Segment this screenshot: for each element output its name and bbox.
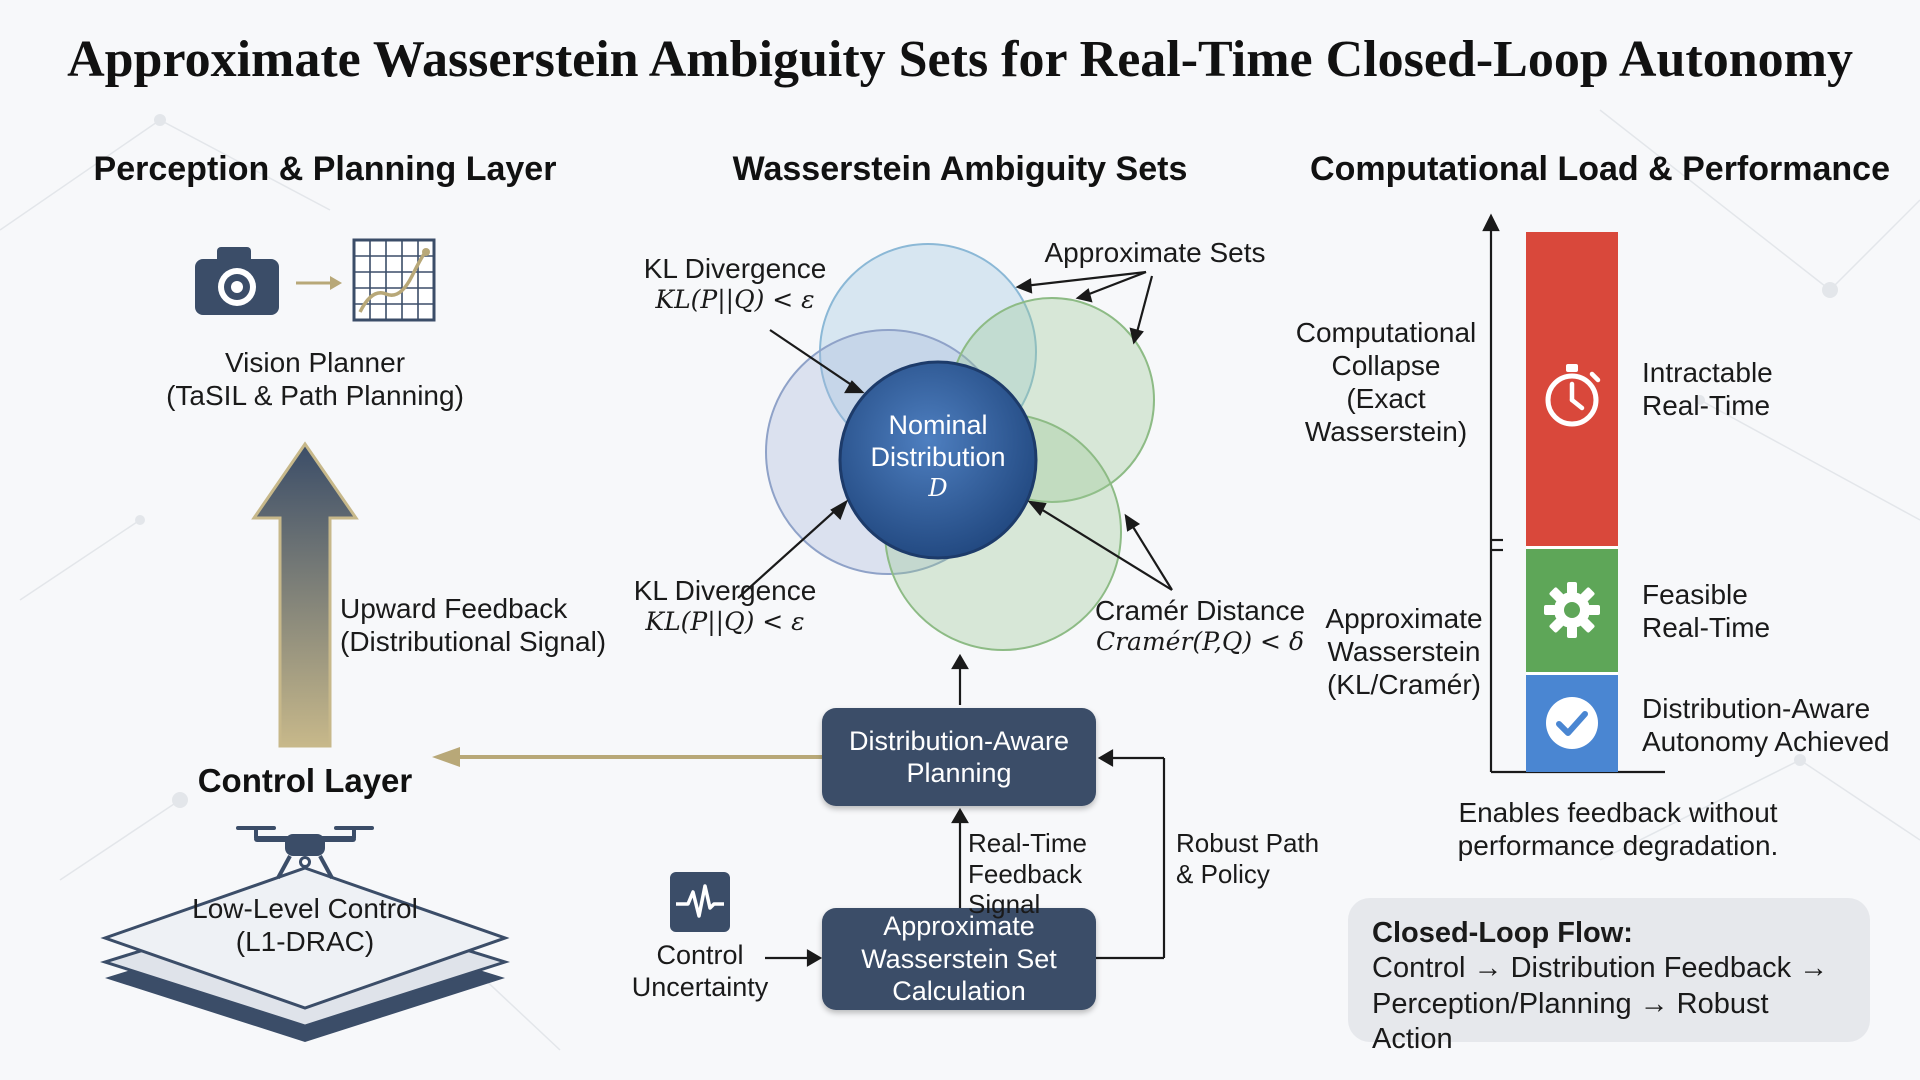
cramer-distance-label: Cramér Distance Cramér(P,Q) < δ — [1080, 594, 1320, 657]
feasible-line1: Feasible — [1642, 579, 1748, 610]
upward-feedback-title: Upward Feedback — [340, 593, 568, 624]
nominal-title-line2: Distribution — [870, 441, 1006, 472]
gear-icon — [1544, 582, 1600, 638]
upward-feedback-arrow — [251, 441, 359, 748]
camera-to-plot-arrow — [296, 276, 342, 290]
robust-path-policy-label: Robust Path & Policy — [1176, 828, 1336, 889]
wasserstein-calculation-box: Approximate Wasserstein Set Calculation — [822, 908, 1096, 1010]
planning-to-control-arrow — [432, 747, 828, 767]
closed-loop-title: Closed-Loop Flow: — [1372, 917, 1633, 949]
approx-line3: (KL/Cramér) — [1326, 669, 1481, 701]
calc-line1: Approximate — [883, 911, 1035, 942]
intractable-line1: Intractable — [1642, 357, 1773, 388]
page-title: Approximate Wasserstein Ambiguity Sets f… — [67, 31, 1853, 88]
nominal-symbol: D — [928, 473, 948, 502]
enables-line1: Enables feedback without — [1458, 797, 1778, 828]
collapse-line3: (Exact — [1346, 383, 1426, 415]
vision-planner-title: Vision Planner — [224, 347, 406, 378]
uncertainty-line1: Control — [656, 940, 744, 970]
kl-top-title: KL Divergence — [643, 253, 827, 284]
drone-icon — [236, 826, 374, 879]
pipeline-connectors — [765, 653, 1166, 967]
distribution-aware-achieved-label: Distribution-Aware Autonomy Achieved — [1642, 692, 1902, 758]
trajectory-plot-icon — [352, 238, 436, 322]
calc-line3: Calculation — [892, 976, 1026, 1007]
enables-line2: performance degradation. — [1457, 830, 1779, 862]
closed-loop-flow-box: Closed-Loop Flow: Control → Distribution… — [1348, 898, 1870, 1055]
cramer-formula: Cramér(P,Q) < δ — [1095, 627, 1305, 657]
realtime-feedback-signal-label: Real-Time Feedback Signal — [968, 828, 1158, 920]
kl-bottom-formula: KL(P||Q) < ε — [645, 607, 805, 637]
intractable-line2: Real-Time — [1642, 390, 1771, 422]
kl-bottom-title: KL Divergence — [633, 575, 817, 606]
nominal-title-line1: Nominal — [888, 410, 988, 440]
aware-line2: Autonomy Achieved — [1642, 726, 1890, 758]
approximate-sets-label: Approximate Sets — [1044, 237, 1266, 268]
vision-planner-subtitle: (TaSIL & Path Planning) — [166, 380, 464, 412]
nominal-distribution-label: Nominal Distribution D — [858, 410, 1018, 502]
control-platform-stack — [100, 866, 510, 1042]
computational-collapse-label: Computational Collapse (Exact Wasserstei… — [1286, 316, 1486, 448]
planning-line2: Planning — [906, 758, 1012, 788]
waveform-icon — [670, 872, 730, 932]
collapse-line2: Collapse — [1331, 350, 1441, 382]
vision-planner-label: Vision Planner (TaSIL & Path Planning) — [140, 346, 490, 412]
collapse-line1: Computational — [1295, 317, 1477, 348]
intractable-label: Intractable Real-Time — [1642, 356, 1862, 422]
low-level-control-title: Low-Level Control — [192, 893, 418, 924]
upward-feedback-label: Upward Feedback (Distributional Signal) — [340, 592, 620, 658]
uncertainty-line2: Uncertainty — [631, 971, 769, 1002]
control-uncertainty-label: Control Uncertainty — [610, 940, 790, 1004]
nominal-distribution-circle — [838, 360, 1038, 560]
closed-loop-line2: Perception/Planning → Robust Action — [1372, 987, 1769, 1056]
enables-feedback-note: Enables feedback without performance deg… — [1418, 796, 1818, 862]
planning-line1: Distribution-Aware — [848, 725, 1070, 756]
approx-line1: Approximate — [1325, 603, 1483, 634]
rt-signal-line2: Feedback Signal — [968, 858, 1083, 920]
camera-icon — [195, 247, 279, 315]
distribution-aware-planning-box: Distribution-Aware Planning — [822, 708, 1096, 806]
closed-loop-line1: Control → Distribution Feedback → — [1372, 952, 1829, 985]
feasible-line2: Real-Time — [1642, 612, 1771, 644]
column-header-perception: Perception & Planning Layer — [93, 150, 557, 188]
kl-divergence-top-label: KL Divergence KL(P||Q) < ε — [620, 252, 850, 315]
kl-divergence-bottom-label: KL Divergence KL(P||Q) < ε — [610, 574, 840, 637]
robust-line2: & Policy — [1176, 858, 1270, 889]
robust-line1: Robust Path — [1176, 828, 1320, 858]
stopwatch-icon — [1545, 364, 1601, 427]
aware-line1: Distribution-Aware — [1642, 693, 1871, 724]
column-header-ambiguity: Wasserstein Ambiguity Sets — [732, 150, 1188, 188]
calc-line2: Wasserstein Set — [861, 943, 1057, 974]
cramer-title: Cramér Distance — [1094, 595, 1306, 626]
upward-feedback-subtitle: (Distributional Signal) — [340, 626, 607, 658]
low-level-control-label: Low-Level Control (L1-DRAC) — [155, 892, 455, 958]
low-level-control-subtitle: (L1-DRAC) — [235, 926, 375, 958]
feasible-label: Feasible Real-Time — [1642, 578, 1862, 644]
column-header-performance: Computational Load & Performance — [1310, 150, 1890, 188]
control-layer-title: Control Layer — [197, 762, 413, 799]
approximate-wasserstein-label: Approximate Wasserstein (KL/Cramér) — [1306, 602, 1502, 701]
collapse-line4: Wasserstein) — [1304, 416, 1468, 448]
kl-top-formula: KL(P||Q) < ε — [655, 285, 815, 315]
rt-signal-line1: Real-Time — [968, 828, 1087, 858]
check-circle-icon — [1546, 697, 1598, 749]
approx-line2: Wasserstein — [1327, 636, 1481, 668]
